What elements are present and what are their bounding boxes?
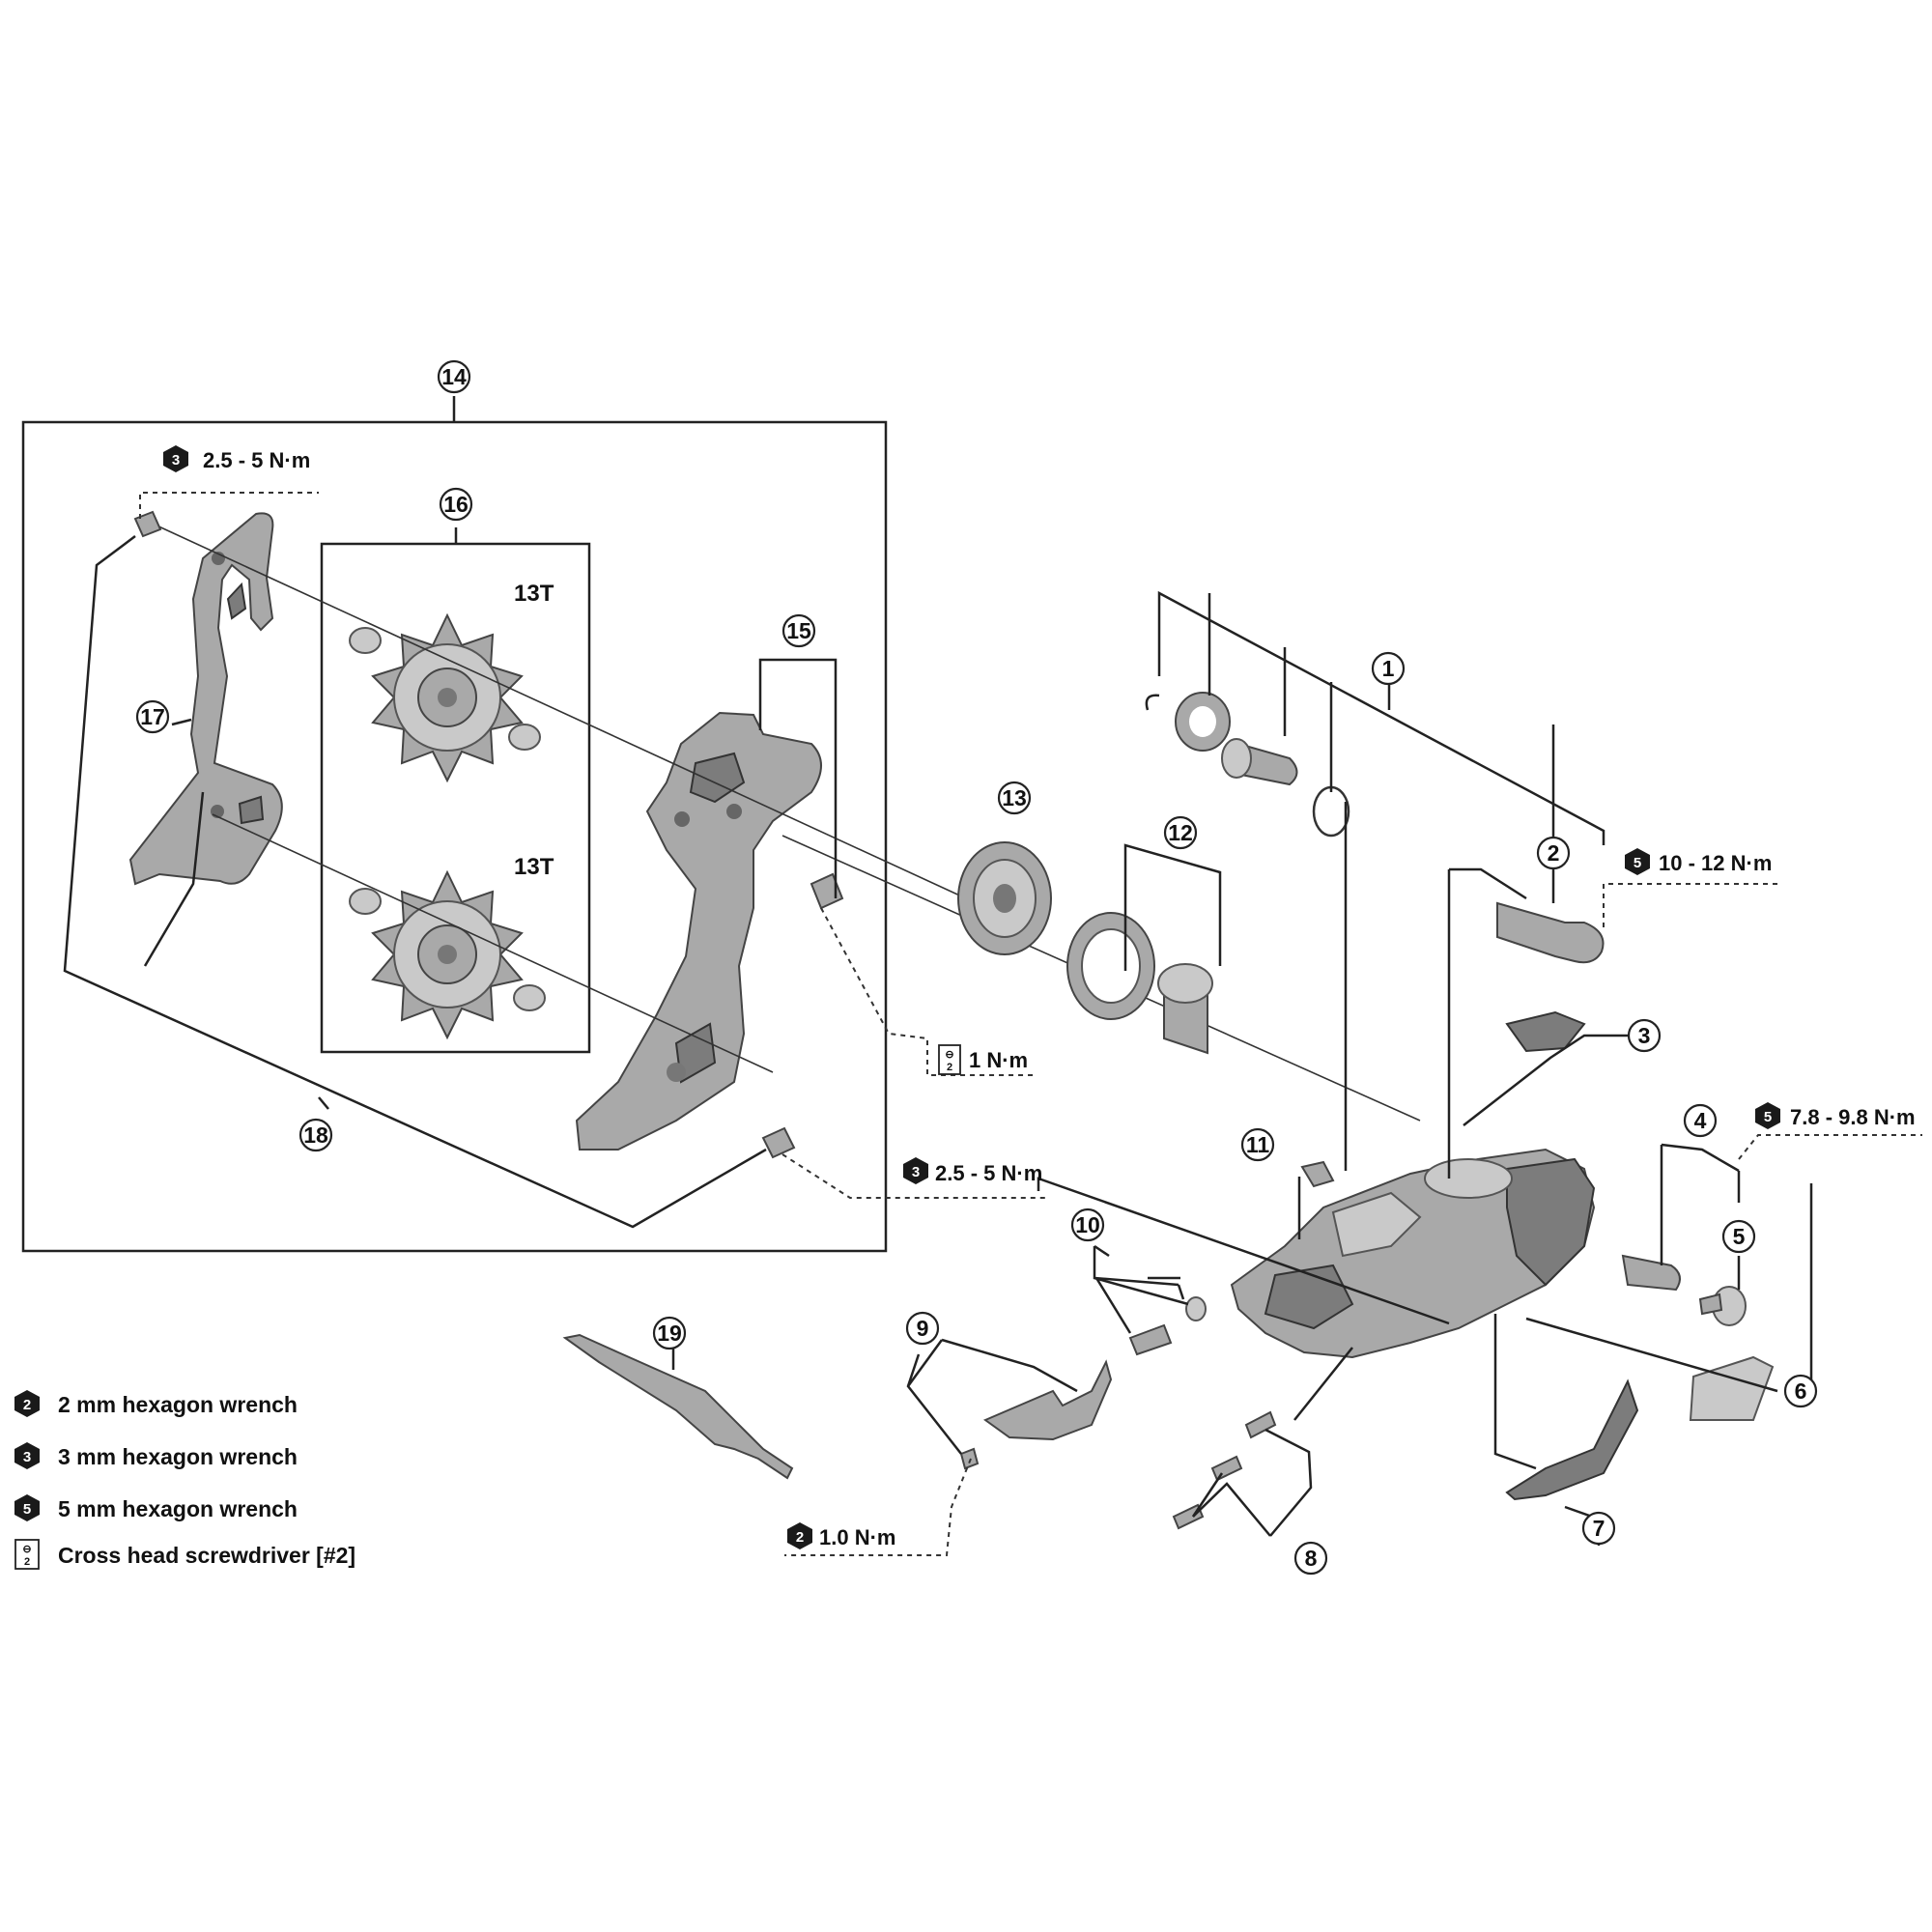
plate-cover	[1505, 1010, 1586, 1053]
cable-end-cap	[1300, 1160, 1335, 1188]
bushing-set	[1066, 912, 1213, 1055]
legend-item: 5 5 mm hexagon wrench	[14, 1494, 298, 1521]
callout-3-text: 3	[1638, 1023, 1651, 1048]
callout-2-text: 2	[1548, 840, 1560, 866]
svg-text:2: 2	[24, 1556, 30, 1568]
torque-cable-fixing: 2 1.0 N·m	[787, 1522, 895, 1549]
torque-value: 10 - 12 N·m	[1659, 851, 1772, 875]
callout-11-text: 11	[1246, 1132, 1270, 1157]
adjust-screw-set	[1172, 1410, 1277, 1530]
torque-value: 7.8 - 9.8 N·m	[1790, 1105, 1916, 1129]
legend-text: Cross head screwdriver [#2]	[58, 1543, 355, 1568]
callout-6: 6	[1783, 1374, 1818, 1408]
legend-item: 3 3 mm hexagon wrench	[14, 1442, 298, 1469]
adjustment-tool	[562, 1333, 794, 1480]
inner-plate	[128, 512, 283, 886]
cross-head-icon: ⊖	[945, 1049, 953, 1061]
callout-8-text: 8	[1305, 1546, 1318, 1571]
fixing-bolt-bottom	[761, 1126, 796, 1159]
callout-10-text: 10	[1075, 1212, 1100, 1237]
callout-9: 9	[905, 1311, 940, 1346]
lower-pulley	[371, 869, 524, 1040]
callout-15-text: 15	[786, 618, 811, 643]
hex-2-icon: 2	[23, 1397, 31, 1413]
callout-8: 8	[1293, 1541, 1328, 1576]
legend-item: 2 2 mm hexagon wrench	[14, 1390, 298, 1417]
upper-pulley-teeth-label: 13T	[514, 581, 554, 607]
callout-19: 19	[652, 1316, 687, 1350]
callout-18-text: 18	[303, 1122, 328, 1148]
legend-text: 5 mm hexagon wrench	[58, 1496, 298, 1521]
callout-16: 16	[439, 487, 473, 522]
hex-3-icon: 3	[172, 452, 180, 469]
callout-19-text: 19	[657, 1321, 682, 1346]
lower-pulley-teeth-label: 13T	[514, 854, 554, 880]
legend-item: ⊖ 2 Cross head screwdriver [#2]	[14, 1539, 355, 1570]
callout-14: 14	[437, 359, 471, 394]
cable-fixing-plate	[982, 1359, 1113, 1441]
callout-5: 5	[1721, 1219, 1756, 1254]
callout-11: 11	[1240, 1127, 1275, 1162]
callout-7: 7	[1581, 1511, 1616, 1546]
legend-text: 2 mm hexagon wrench	[58, 1392, 298, 1417]
torque-value: 1 N·m	[969, 1048, 1028, 1072]
torque-cage-screw: ⊖ 2 1 N·m	[938, 1044, 1028, 1075]
outer-plate	[575, 711, 822, 1151]
fixing-bolt-top	[133, 510, 162, 538]
hex-3-icon: 3	[23, 1449, 31, 1465]
mounting-bolt	[1496, 901, 1605, 964]
callout-4-text: 4	[1694, 1108, 1707, 1133]
upper-pulley	[371, 612, 524, 783]
torque-fixing-bolt-bottom: 3 2.5 - 5 N·m	[903, 1157, 1042, 1185]
hex-5-icon: 5	[1764, 1109, 1772, 1125]
callout-12: 12	[1163, 815, 1198, 850]
torque-value: 2.5 - 5 N·m	[203, 448, 310, 472]
cross-head-icon: ⊖	[22, 1544, 31, 1555]
legend-text: 3 mm hexagon wrench	[58, 1444, 298, 1469]
torque-value: 1.0 N·m	[819, 1525, 895, 1549]
callout-4: 4	[1683, 1103, 1718, 1138]
callout-9-text: 9	[917, 1316, 929, 1341]
callout-16-text: 16	[443, 492, 469, 517]
derailleur-main-body	[1230, 1148, 1596, 1359]
torque-fixing-bolt-top: 3 2.5 - 5 N·m	[163, 445, 310, 472]
callout-2: 2	[1536, 836, 1571, 870]
b-tension-parts	[1175, 692, 1350, 838]
callout-17: 17	[135, 699, 170, 734]
callout-15: 15	[781, 613, 816, 648]
pulley-cage-spring-cover	[957, 841, 1052, 955]
hex-2-icon: 2	[796, 1529, 804, 1546]
lower-link-cover	[1505, 1378, 1639, 1501]
callout-13-text: 13	[1002, 785, 1027, 810]
callout-12-text: 12	[1168, 820, 1193, 845]
tool-legend: 2 2 mm hexagon wrench 3 3 mm hexagon wre…	[14, 1390, 355, 1570]
callout-10: 10	[1070, 1208, 1105, 1242]
torque-end-adjust-bolt: 5 7.8 - 9.8 N·m	[1755, 1102, 1916, 1129]
hex-3-icon: 3	[912, 1164, 920, 1180]
hex-5-icon: 5	[23, 1501, 31, 1518]
callout-1-text: 1	[1382, 656, 1395, 681]
torque-value: 2.5 - 5 N·m	[935, 1161, 1042, 1185]
callout-1: 1	[1371, 651, 1406, 686]
callout-5-text: 5	[1733, 1224, 1746, 1249]
pin-set	[1128, 1323, 1173, 1356]
callout-6-text: 6	[1795, 1378, 1807, 1404]
hex-5-icon: 5	[1634, 855, 1641, 871]
callout-14-text: 14	[441, 364, 467, 389]
link-cover	[1689, 1355, 1775, 1421]
end-adjust-bushing	[1621, 1254, 1681, 1292]
callout-3: 3	[1627, 1018, 1662, 1053]
svg-text:2: 2	[947, 1062, 952, 1073]
callout-7-text: 7	[1593, 1516, 1605, 1541]
callout-13: 13	[997, 781, 1032, 815]
torque-mounting-bolt: 5 10 - 12 N·m	[1625, 848, 1772, 875]
callout-18: 18	[298, 1118, 333, 1152]
callout-17-text: 17	[140, 704, 165, 729]
